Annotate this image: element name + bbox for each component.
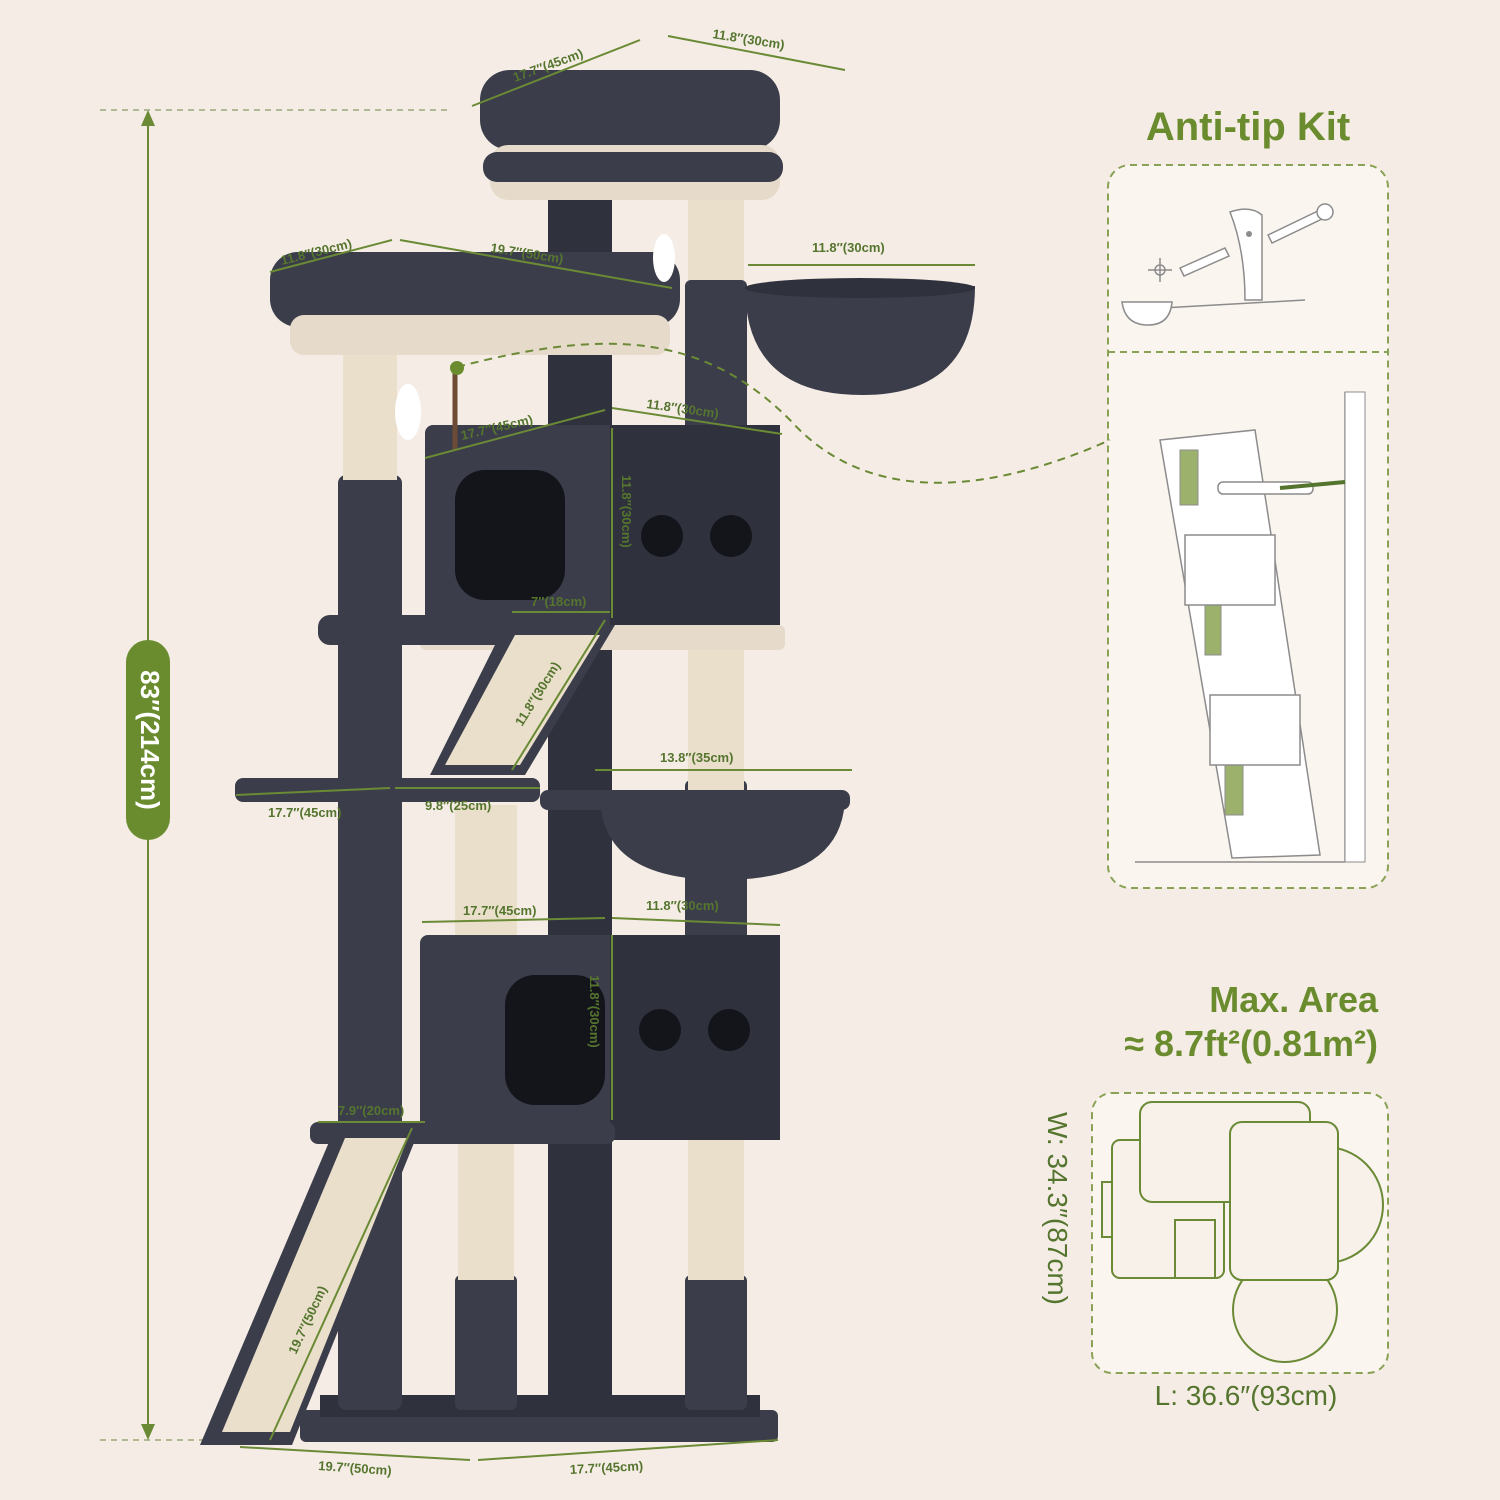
tree-hammock-icon — [1121, 301, 1173, 326]
area-length-label: L: 36.6″(93cm) — [1155, 1380, 1338, 1411]
top-platform — [480, 70, 780, 150]
upper-condo-hole-2 — [710, 515, 752, 557]
max-area-section: Max. Area ≈ 8.7ft²(0.81m²) W: 34.3″(87cm… — [1042, 979, 1389, 1411]
height-marker: 83″(214cm) — [100, 109, 450, 1441]
dim-cube2-w-line — [421, 917, 606, 923]
anti-tip-strap — [1279, 480, 1346, 490]
right-post-upper — [685, 280, 747, 440]
area-title: Max. Area — [1209, 979, 1379, 1020]
dim-cube1-h: 11.8″(30cm) — [619, 475, 634, 548]
dim-base-d: 19.7″(50cm) — [318, 1458, 392, 1478]
dim-step1: 7″(18cm) — [531, 594, 586, 609]
tree-condo-1 — [1184, 534, 1276, 606]
dim-top-d: 11.8″(30cm) — [712, 26, 786, 52]
area-footprint-diagram — [1101, 1101, 1384, 1363]
upper-condo-door — [455, 470, 565, 600]
area-width-label: W: 34.3″(87cm) — [1042, 1112, 1073, 1305]
ramp-1-sisal — [445, 635, 600, 765]
height-badge — [126, 640, 170, 840]
dim-hammock-low: 13.8″(35cm) — [660, 750, 733, 765]
front-post-bottom-sisal — [458, 1140, 514, 1280]
right-post-bottom-sisal — [688, 1140, 744, 1280]
front-post-mid-sisal — [455, 805, 517, 935]
toy-mouse-left — [395, 384, 421, 440]
dim-cube2-h: 11.8″(30cm) — [587, 975, 602, 1048]
upper-condo-hole-1 — [641, 515, 683, 557]
area-value: ≈ 8.7ft²(0.81m²) — [1124, 1023, 1378, 1064]
dim-ramp1-line — [511, 619, 606, 771]
top-hammock-rim — [745, 278, 975, 298]
anti-tip-title: Anti-tip Kit — [1146, 105, 1350, 149]
tree-shelf — [1217, 481, 1314, 495]
base-top — [320, 1395, 760, 1417]
dim-cube2-d-line — [611, 917, 781, 926]
right-post-bottom — [685, 1275, 747, 1410]
dim-base-w-line — [477, 1439, 779, 1461]
dim-hammock-top: 11.8″(30cm) — [812, 240, 885, 255]
dim-ramp2-line — [269, 1127, 413, 1441]
anti-tip-section: Anti-tip Kit — [450, 105, 1389, 889]
lower-condo-hole-2 — [708, 1009, 750, 1051]
bracket-icon — [1229, 208, 1263, 301]
ramp-2-sisal — [222, 1138, 408, 1432]
footprint-condo — [1229, 1121, 1339, 1281]
lower-condo-hole-1 — [639, 1009, 681, 1051]
dim-side-w: 17.7″(45cm) — [268, 805, 341, 820]
base-board — [300, 1410, 778, 1442]
dim-p2-w-line — [399, 239, 673, 289]
front-post-bottom — [455, 1275, 517, 1410]
height-label: 83″(214cm) — [135, 670, 165, 810]
cat-tree — [200, 70, 975, 1445]
tree-sisal-2 — [1204, 604, 1222, 656]
right-post-mid-sisal — [688, 630, 744, 790]
second-platform-underside — [290, 315, 670, 355]
dim-cube1-w-line — [424, 409, 606, 459]
dim-base-w: 17.7″(45cm) — [569, 1458, 643, 1477]
anti-tip-wall-illustration — [1121, 301, 1366, 863]
tree-sisal-3 — [1224, 759, 1244, 816]
anti-tip-connector — [456, 342, 1111, 484]
lower-condo-side — [610, 935, 780, 1140]
anti-tip-anchor-dot — [450, 361, 464, 375]
dim-p2-d-line — [269, 239, 393, 273]
height-arrow-down — [141, 1424, 155, 1440]
dim-cube2-w: 17.7″(45cm) — [463, 903, 536, 918]
screw-head-icon — [1316, 203, 1334, 221]
dim-base-d-line — [239, 1446, 471, 1461]
toy-mouse-top — [653, 234, 675, 282]
dimension-lines — [235, 35, 975, 1461]
side-platform — [235, 778, 540, 802]
footprint-step — [1174, 1219, 1216, 1279]
height-arrow-up — [141, 110, 155, 126]
top-platform-edge — [483, 152, 783, 182]
dim-cube2-d: 11.8″(30cm) — [646, 898, 719, 913]
tree-sisal-1 — [1179, 449, 1199, 506]
dim-side-w-line — [235, 787, 391, 796]
dim-side-d: 9.8″(25cm) — [425, 798, 491, 813]
anti-tip-hardware-illustration — [1148, 203, 1334, 309]
upper-condo-side — [610, 425, 780, 625]
lower-condo-door — [505, 975, 605, 1105]
dim-top-w-line — [471, 39, 641, 107]
wall-anchor-icon — [1178, 247, 1231, 277]
top-hammock — [745, 286, 975, 395]
dim-cube1-d-line — [611, 407, 783, 435]
dim-top-d-line — [667, 35, 846, 71]
lower-hammock — [600, 795, 845, 880]
dim-step2: 7.9″(20cm) — [338, 1103, 404, 1118]
tree-condo-2 — [1209, 694, 1301, 766]
wall-hatch — [1344, 391, 1366, 863]
